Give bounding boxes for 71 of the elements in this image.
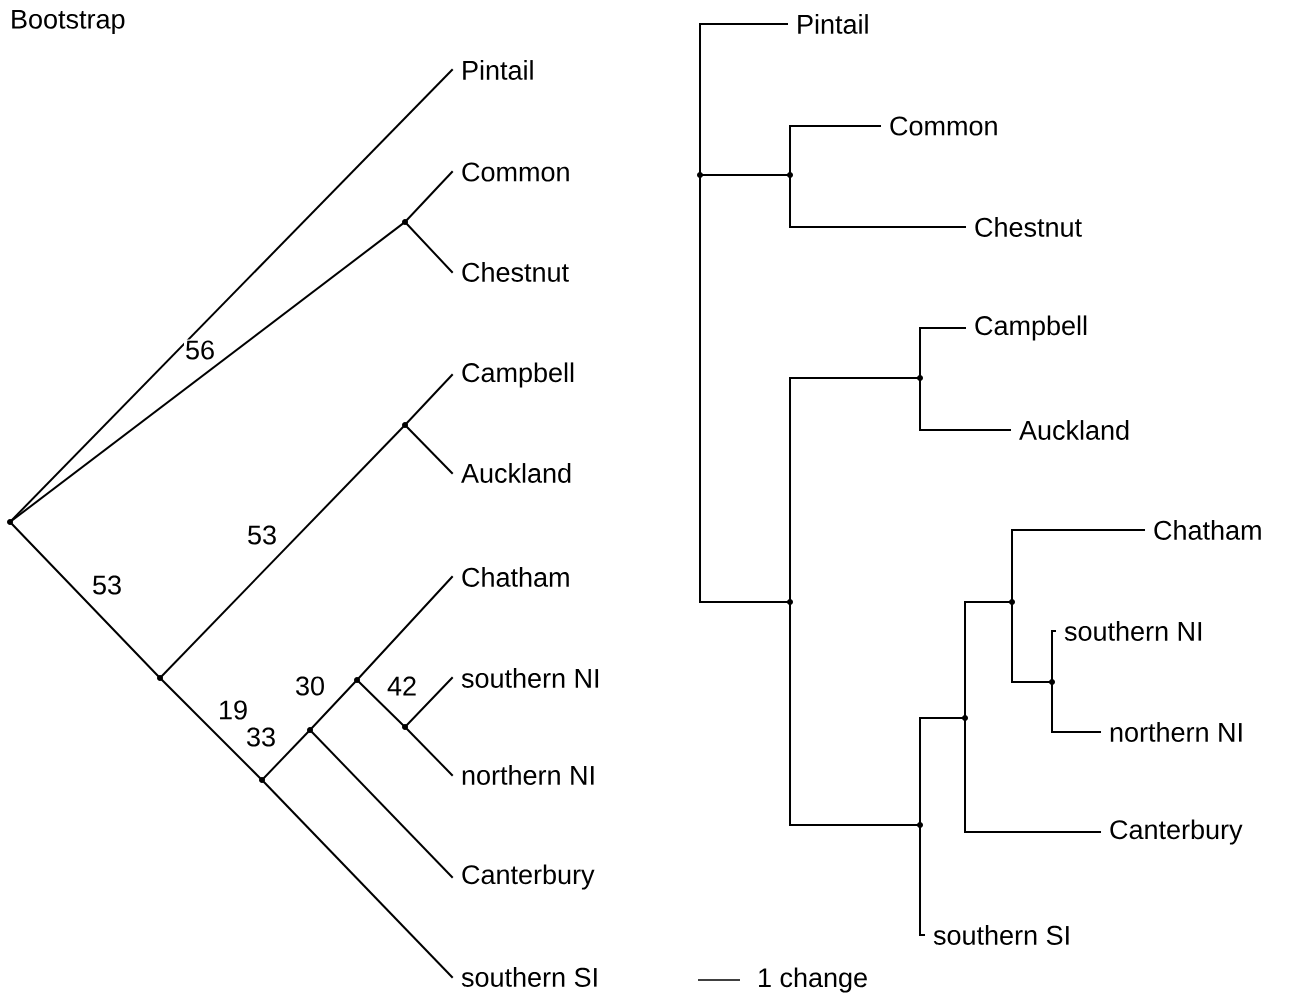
branch-line [789, 174, 966, 228]
bootstrap-value: 53 [91, 574, 123, 596]
leaf-label: northern NI [462, 765, 594, 785]
leaf-label: Chatham [1154, 520, 1261, 540]
bootstrap-value: 33 [245, 726, 277, 748]
branch-line [789, 125, 881, 176]
branch-line [699, 174, 791, 176]
branch-line [9, 221, 406, 523]
leaf-label: northern NI [1110, 722, 1242, 742]
leaf-label: southern SI [461, 967, 597, 987]
scale-label: 1 change [759, 967, 867, 993]
branch-line [9, 521, 161, 679]
leaf-label: Pintail [798, 14, 868, 34]
leaf-label: Common [890, 116, 997, 136]
leaf-label: Chestnut [462, 262, 569, 282]
branch-line [159, 677, 263, 781]
branch-node [402, 422, 408, 428]
leaf-label: Campbell [975, 315, 1087, 341]
axis-title: Bootstrap [12, 9, 125, 35]
leaf-label: southern NI [461, 668, 599, 688]
branch-node [354, 677, 360, 683]
branch-line [1011, 601, 1053, 683]
leaf-label: Canterbury [1110, 819, 1243, 845]
leaf-label: Chatham [462, 567, 569, 587]
branch-line [159, 424, 406, 679]
branch-line [919, 824, 925, 936]
branch-line [404, 221, 453, 273]
branch-line [1051, 630, 1056, 683]
branch-line [356, 576, 453, 681]
branch-line [699, 23, 788, 176]
branch-line [261, 779, 453, 978]
branch-line [404, 424, 453, 474]
branch-line [919, 717, 966, 826]
branch-node [402, 219, 408, 225]
leaf-label: southern SI [933, 925, 1069, 945]
branch-line [404, 171, 453, 223]
branch-line [1011, 529, 1145, 603]
branch-line [699, 174, 791, 603]
leaf-label: Pintail [463, 60, 533, 80]
bootstrap-value: 56 [184, 339, 216, 361]
branch-line [404, 374, 453, 426]
branch-line [9, 69, 453, 523]
branch-node [7, 519, 13, 525]
bootstrap-value: 19 [217, 699, 249, 721]
branch-line [789, 601, 921, 826]
bootstrap-value: 30 [294, 675, 326, 697]
branch-line [964, 601, 1013, 719]
leaf-label: Auckland [461, 463, 571, 483]
branch-line [404, 677, 453, 728]
branch-line [309, 679, 358, 731]
leaf-label: Canterbury [462, 864, 595, 890]
leaf-label: Auckland [1019, 420, 1129, 440]
branch-node [157, 675, 163, 681]
bootstrap-value: 42 [386, 675, 418, 697]
branch-line [356, 679, 406, 728]
leaf-label: southern NI [1064, 621, 1202, 641]
leaf-label: Chestnut [975, 217, 1082, 237]
branch-line [309, 729, 453, 878]
branch-node [259, 777, 265, 783]
branch-line [261, 729, 311, 781]
branch-line [964, 717, 1101, 833]
branch-node [402, 724, 408, 730]
leaf-label: Campbell [462, 362, 574, 388]
branch-line [789, 377, 921, 603]
branch-line [919, 377, 1011, 431]
branch-node [307, 727, 313, 733]
bootstrap-value: 53 [246, 524, 278, 546]
branch-line [404, 726, 453, 776]
branch-line [919, 327, 966, 379]
branch-line [1051, 681, 1101, 733]
leaf-label: Common [462, 162, 569, 182]
